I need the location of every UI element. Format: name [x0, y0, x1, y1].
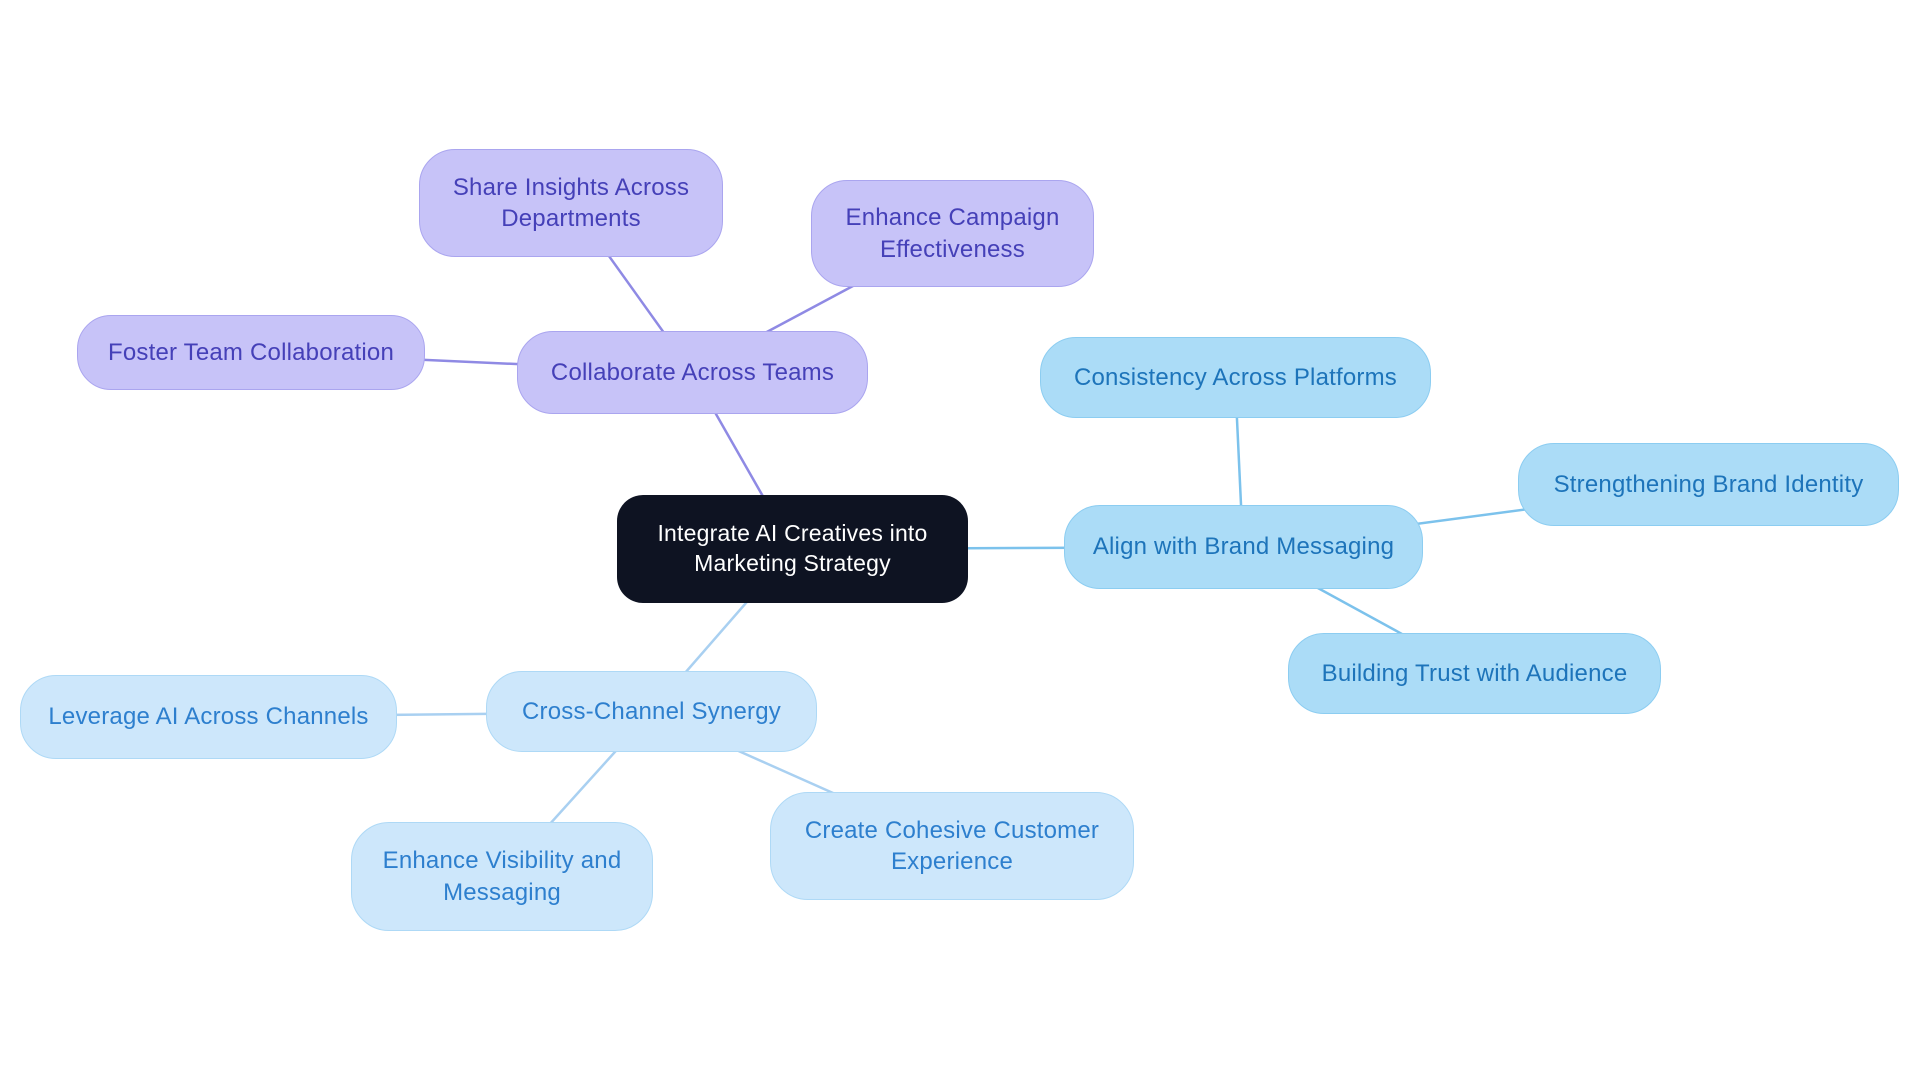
node-leverage-ai-across-channels[interactable]: Leverage AI Across Channels [20, 675, 397, 759]
node-label: Collaborate Across Teams [550, 358, 835, 386]
node-building-trust-with-audience[interactable]: Building Trust with Audience [1288, 633, 1661, 714]
node-label: Foster Team Collaboration [107, 338, 395, 366]
node-consistency-across-platforms[interactable]: Consistency Across Platforms [1040, 337, 1431, 418]
node-label: Align with Brand Messaging [1092, 533, 1395, 561]
node-enhance-campaign-effectiveness[interactable]: Enhance Campaign Effectiveness [811, 180, 1094, 287]
node-central-topic[interactable]: Integrate AI Creatives into Marketing St… [617, 495, 968, 603]
node-strengthening-brand-identity[interactable]: Strengthening Brand Identity [1518, 443, 1899, 526]
node-label: Enhance Campaign Effectiveness [845, 204, 1060, 263]
node-create-cohesive-customer-experience[interactable]: Create Cohesive Customer Experience [770, 792, 1134, 900]
node-align-with-brand-messaging[interactable]: Align with Brand Messaging [1064, 505, 1423, 589]
node-foster-team-collaboration[interactable]: Foster Team Collaboration [77, 315, 425, 390]
node-collaborate-across-teams[interactable]: Collaborate Across Teams [517, 331, 868, 414]
node-label: Building Trust with Audience [1321, 659, 1628, 687]
node-label: Share Insights Across Departments [452, 173, 690, 232]
node-label: Integrate AI Creatives into Marketing St… [657, 520, 928, 576]
node-label: Strengthening Brand Identity [1553, 470, 1864, 498]
node-label: Enhance Visibility and Messaging [382, 847, 622, 906]
node-label: Consistency Across Platforms [1073, 363, 1398, 391]
node-label: Leverage AI Across Channels [48, 703, 369, 731]
node-enhance-visibility-and-messaging[interactable]: Enhance Visibility and Messaging [351, 822, 653, 931]
node-label: Create Cohesive Customer Experience [804, 816, 1100, 875]
node-label: Cross-Channel Synergy [522, 697, 781, 725]
node-share-insights-across-departments[interactable]: Share Insights Across Departments [419, 149, 723, 257]
node-cross-channel-synergy[interactable]: Cross-Channel Synergy [486, 671, 817, 752]
